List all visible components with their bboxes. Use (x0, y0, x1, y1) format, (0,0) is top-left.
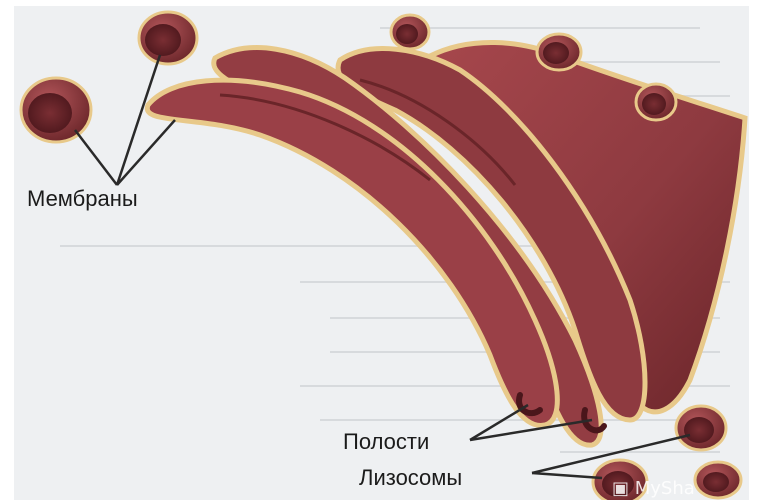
vesicle-top-left (139, 12, 197, 64)
lysosome-3 (695, 462, 741, 498)
lysosome-1 (676, 406, 726, 450)
leader-membranes-3 (117, 120, 175, 185)
leader-membranes-2 (117, 55, 160, 185)
label-cavities: Полости (343, 429, 429, 455)
label-lysosomes: Лизосомы (359, 465, 462, 491)
watermark: ▣ MySha (612, 478, 695, 499)
label-membranes: Мембраны (27, 186, 138, 212)
leader-lysosomes-2 (532, 473, 602, 478)
vesicle-top-center (391, 15, 429, 49)
vesicle-top-right (537, 34, 581, 70)
vesicle-left (21, 78, 91, 142)
slideshow-icon: ▣ (612, 478, 629, 499)
leader-membranes-1 (75, 130, 117, 185)
watermark-text: MySha (635, 478, 695, 499)
vesicle-right-on-sheet (636, 84, 676, 120)
